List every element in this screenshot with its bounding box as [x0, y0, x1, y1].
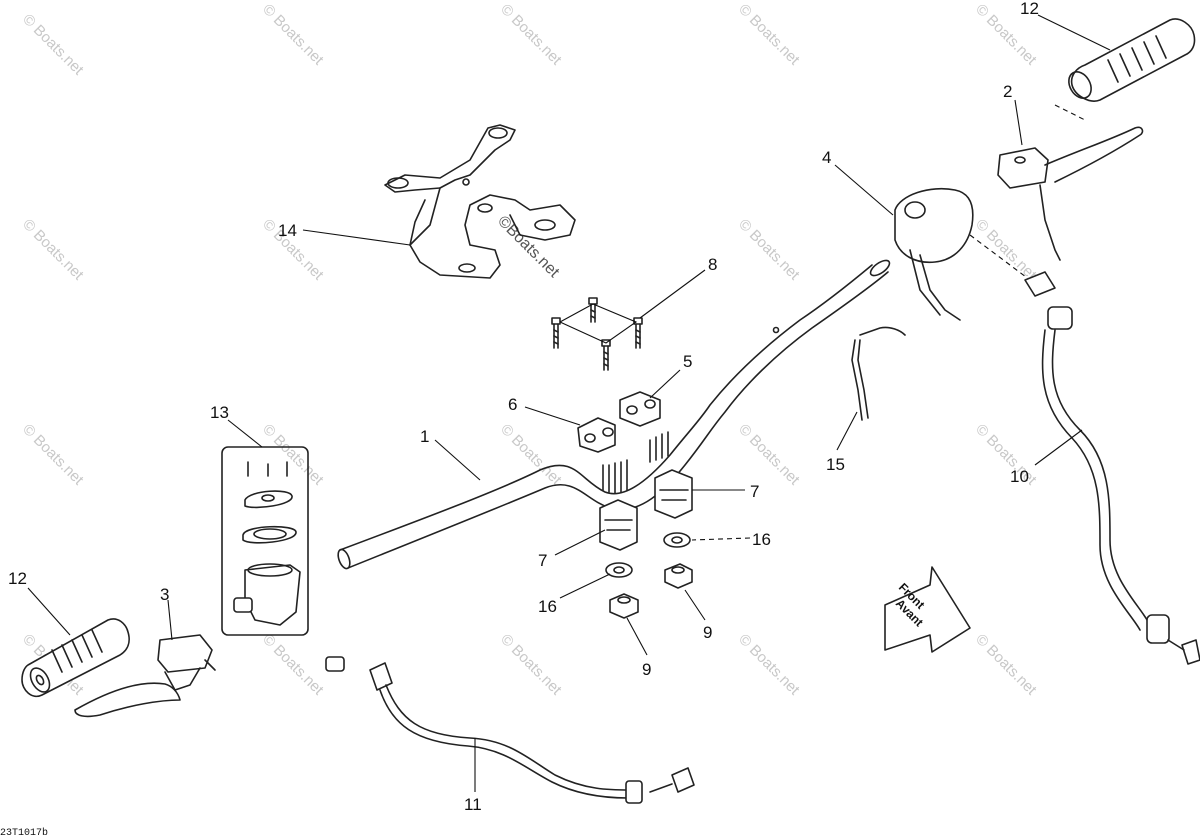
- watermark: © Boats.net: [259, 421, 327, 489]
- watermark: © Boats.net: [497, 631, 565, 699]
- callout-14: 14: [278, 221, 297, 240]
- part-3-lever-left: [74, 634, 216, 718]
- part-15-wire: [851, 326, 906, 421]
- part-5-clamp: [619, 391, 661, 427]
- diagram-id: 23T1017b: [0, 827, 48, 837]
- part-7-riser-right: [654, 469, 693, 519]
- callout-2: 2: [1003, 82, 1012, 101]
- callout-9-right: 9: [703, 623, 712, 642]
- watermark: © Boats.net: [972, 216, 1040, 284]
- watermark: © Boats.net: [735, 631, 803, 699]
- callout-9-left: 9: [642, 660, 651, 679]
- callout-12-right: 12: [1020, 0, 1039, 18]
- part-11-cable: [325, 656, 695, 804]
- callout-13: 13: [210, 403, 229, 422]
- callout-10: 10: [1010, 467, 1029, 486]
- callout-7-left: 7: [538, 551, 547, 570]
- part-2-lever-right: [997, 104, 1144, 261]
- callout-1: 1: [420, 427, 429, 446]
- watermark: © Boats.net: [497, 421, 565, 489]
- callout-15: 15: [826, 455, 845, 474]
- part-12-grip-right: [1068, 18, 1196, 102]
- direction-arrow: Front Avant: [884, 566, 971, 653]
- part-4-switch-housing: [894, 187, 1031, 321]
- watermark: © Boats.net: [259, 631, 327, 699]
- watermark-layer: © Boats.net © Boats.net © Boats.net © Bo…: [19, 1, 1040, 699]
- part-7-riser-left: [599, 499, 638, 551]
- part-14-bracket: [384, 124, 576, 279]
- callout-16-right: 16: [752, 530, 771, 549]
- watermark: © Boats.net: [19, 421, 87, 489]
- callout-11: 11: [464, 795, 482, 814]
- callout-5: 5: [683, 352, 692, 371]
- watermark: © Boats.net: [735, 1, 803, 69]
- part-6-clamp: [577, 417, 616, 453]
- watermark: © Boats.net: [972, 421, 1040, 489]
- part-8-bolts: [551, 297, 643, 371]
- part-10-cable: [1024, 271, 1200, 665]
- part-9-nut: [664, 563, 693, 589]
- part-16-washer: [605, 562, 633, 578]
- part-12-grip-left: [21, 618, 130, 698]
- callout-6: 6: [508, 395, 517, 414]
- callout-8: 8: [708, 255, 717, 274]
- part-9-nut: [609, 593, 639, 619]
- callout-4: 4: [822, 148, 831, 167]
- callout-16-left: 16: [538, 597, 557, 616]
- watermark: © Boats.net: [19, 216, 87, 284]
- callout-3: 3: [160, 585, 169, 604]
- leader-lines: [27, 14, 1111, 792]
- part-16-washer: [663, 532, 691, 548]
- watermark: © Boats.net: [259, 1, 327, 69]
- callouts: 1 2 3 4 5 6 7 7 8 9 9 10 11 12 12 13 14 …: [8, 0, 1039, 814]
- watermark: © Boats.net: [972, 631, 1040, 699]
- watermark: © Boats.net: [19, 11, 87, 79]
- watermark: © Boats.net: [497, 1, 565, 69]
- callout-7-right: 7: [750, 482, 759, 501]
- watermark: © Boats.net: [735, 421, 803, 489]
- part-13-kit: [221, 446, 309, 636]
- watermark: © Boats.net: [735, 216, 803, 284]
- callout-12-left: 12: [8, 569, 27, 588]
- watermark-center: ©Boats.net: [494, 213, 563, 282]
